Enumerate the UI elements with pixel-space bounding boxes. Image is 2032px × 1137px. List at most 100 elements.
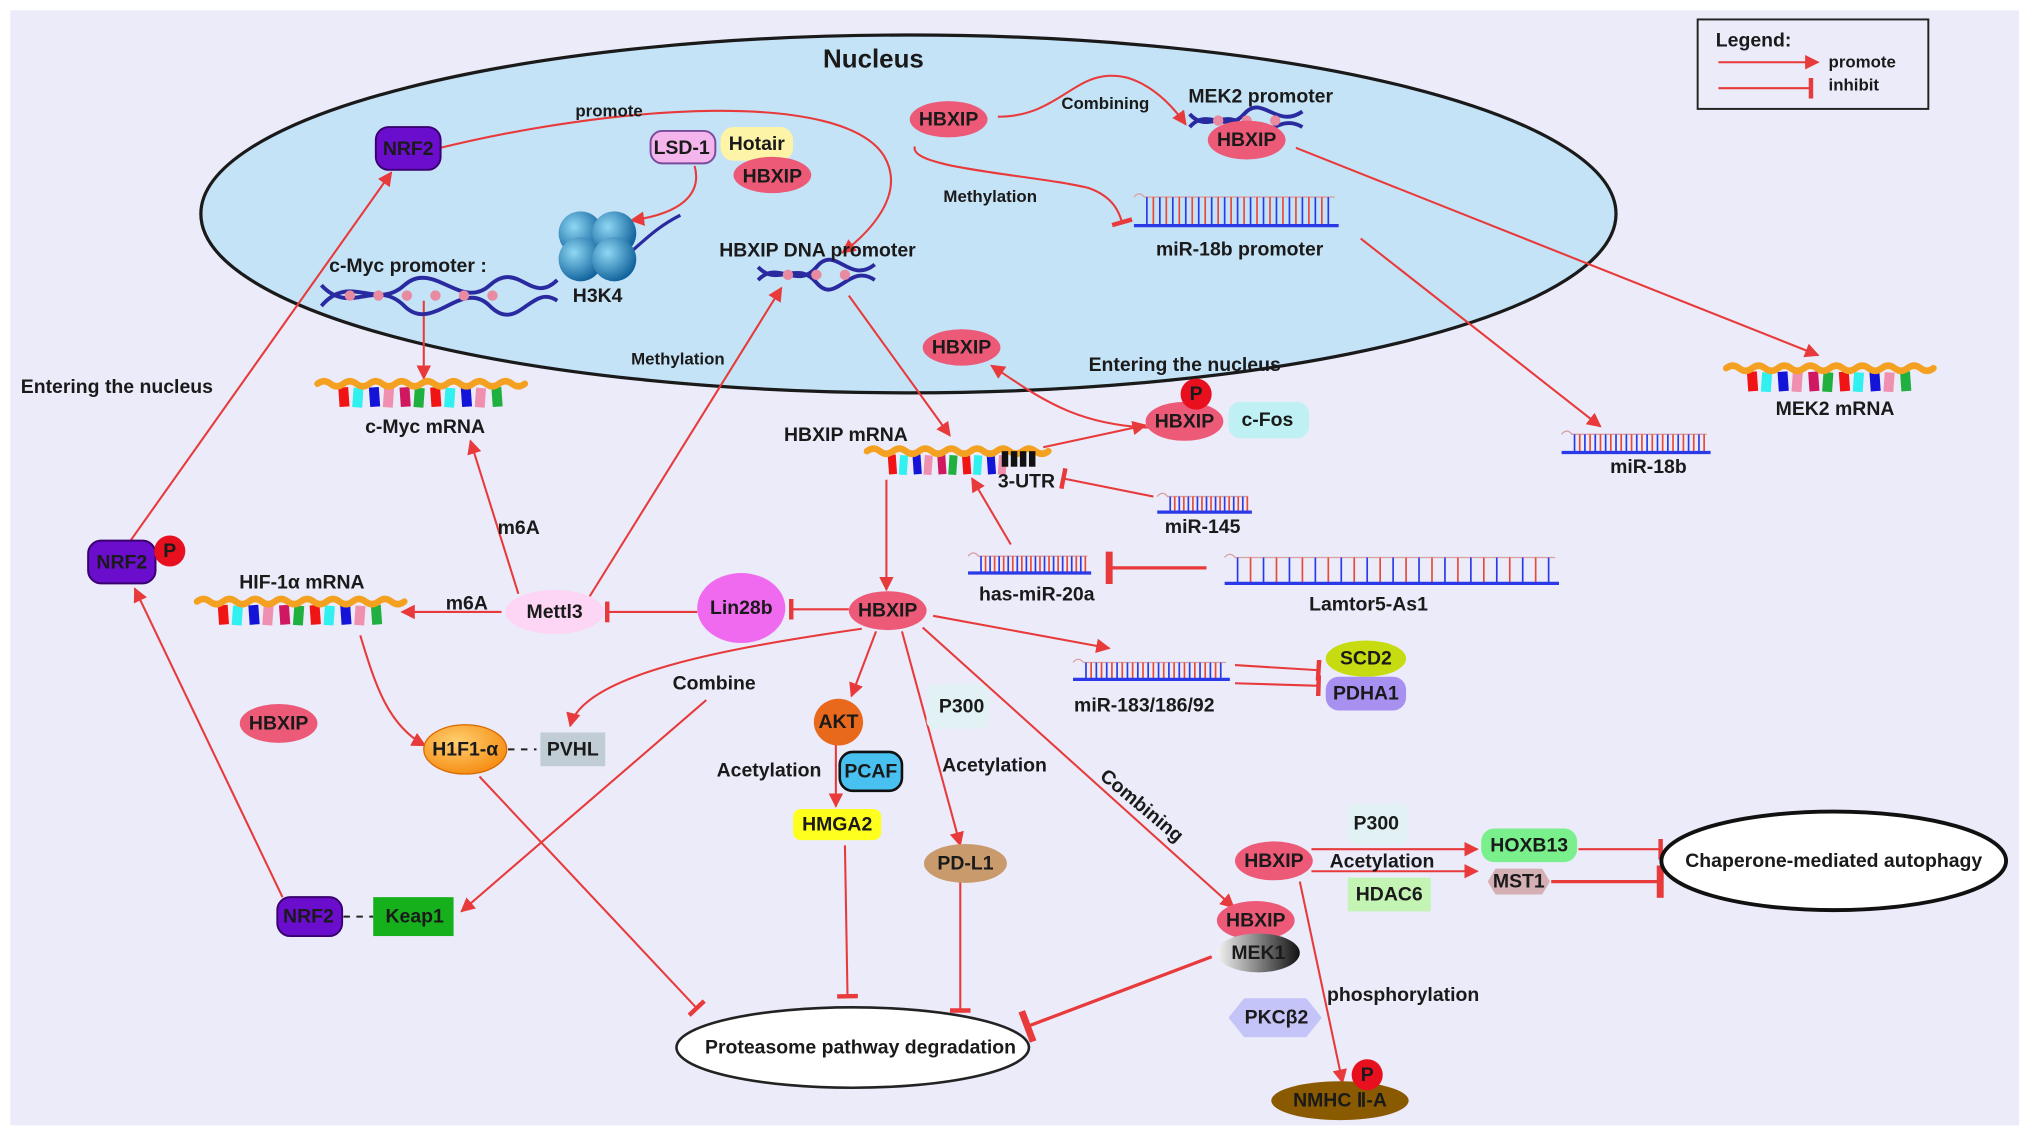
- svg-text:HBXIP: HBXIP: [932, 336, 991, 358]
- svg-text:NRF2: NRF2: [96, 552, 147, 574]
- edge-mir183-pdha1: [1234, 675, 1322, 697]
- mrna-glyphs: [193, 362, 1937, 626]
- ladder-mir20a-icon: [967, 552, 1092, 575]
- legend-title: Legend:: [1716, 30, 1792, 52]
- label-mir18b-promoter: miR-18b promoter: [1156, 238, 1324, 260]
- node-pkcb2[interactable]: PKCβ2: [1228, 998, 1322, 1038]
- svg-text:PKCβ2: PKCβ2: [1245, 1007, 1309, 1029]
- svg-text:HBXIP: HBXIP: [1155, 410, 1214, 432]
- node-proteasome[interactable]: Proteasome pathway degradation: [675, 1006, 1031, 1090]
- svg-text:Hotair: Hotair: [729, 133, 786, 155]
- node-hbxip-free[interactable]: HBXIP: [239, 703, 318, 743]
- h3k4-histone-icon: [558, 211, 682, 282]
- node-hbxip-cfos[interactable]: HBXIP P: [1145, 378, 1224, 441]
- edge-mettl3-cmyc: [467, 439, 520, 595]
- ladder-mir18b-icon: [1561, 430, 1711, 455]
- svg-text:LSD-1: LSD-1: [654, 137, 710, 159]
- mrna-cmyc-icon: [314, 377, 529, 408]
- edge-hbxip-mek2: [997, 74, 1187, 126]
- edge-mettl3-dna-promoter: [588, 286, 783, 597]
- label-mek2-promoter: MEK2 promoter: [1188, 85, 1333, 107]
- svg-text:NMHC Ⅱ-A: NMHC Ⅱ-A: [1293, 1090, 1387, 1112]
- svg-text:SCD2: SCD2: [1340, 648, 1392, 670]
- edge-mek1-proteasome: [1018, 955, 1213, 1043]
- label-methylation-inner: Methylation: [943, 187, 1037, 206]
- edge-nrf2p-nucleus: [128, 171, 393, 543]
- svg-text:P300: P300: [939, 696, 985, 718]
- ladder-lamtor-icon: [1224, 553, 1559, 586]
- node-hbxip-mek1[interactable]: HBXIP: [1216, 901, 1295, 940]
- utr-icon: [1001, 451, 1036, 467]
- label-entering-nucleus-right: Entering the nucleus: [1089, 354, 1281, 376]
- node-hbxip-right[interactable]: HBXIP: [1235, 841, 1313, 881]
- node-keap1[interactable]: Keap1: [373, 897, 454, 937]
- node-hbxip-entry[interactable]: HBXIP: [922, 329, 1001, 366]
- node-hotair[interactable]: Hotair: [720, 127, 794, 161]
- edge-mrna-hbxip-cfos: [1042, 420, 1148, 449]
- node-lin28b[interactable]: Lin28b: [697, 573, 786, 644]
- node-mek1[interactable]: MEK1: [1216, 933, 1300, 973]
- node-nrf2-phospho[interactable]: NRF2 P: [87, 535, 186, 585]
- label-lamtor: Lamtor5-As1: [1309, 594, 1428, 616]
- node-p300-mid[interactable]: P300: [926, 684, 989, 729]
- node-cma[interactable]: Chaperone-mediated autophagy: [1659, 809, 2009, 913]
- ladder-mir183-icon: [1072, 658, 1230, 681]
- label-phosphorylation: phosphorylation: [1327, 984, 1479, 1006]
- svg-text:HMGA2: HMGA2: [802, 814, 872, 836]
- label-cmyc-mrna: c-Myc mRNA: [365, 416, 485, 438]
- svg-text:PVHL: PVHL: [547, 738, 599, 760]
- node-pdha1[interactable]: PDHA1: [1325, 676, 1407, 711]
- node-mettl3[interactable]: Mettl3: [505, 589, 604, 634]
- legend-inhibit-label: inhibit: [1829, 76, 1880, 95]
- edge-hbxip-akt: [849, 631, 878, 698]
- svg-text:Keap1: Keap1: [386, 906, 445, 928]
- node-hbxip-center[interactable]: HBXIP: [848, 591, 927, 631]
- label-mir18b: miR-18b: [1610, 456, 1687, 478]
- node-scd2[interactable]: SCD2: [1325, 640, 1407, 677]
- mrna-hbxip-icon: [863, 445, 1052, 476]
- node-hoxb13[interactable]: HOXB13: [1481, 828, 1578, 863]
- label-mir20a: has-miR-20a: [979, 583, 1095, 605]
- svg-text:HBXIP: HBXIP: [1226, 909, 1285, 931]
- edge-combine-keap1: [460, 699, 707, 913]
- label-acetylation-pcaf: Acetylation: [717, 760, 822, 782]
- node-nrf2-keap[interactable]: NRF2: [276, 896, 344, 938]
- svg-text:HBXIP: HBXIP: [1217, 129, 1276, 151]
- node-pvhl[interactable]: PVHL: [540, 732, 606, 767]
- node-hbxip-lsd[interactable]: HBXIP: [733, 156, 812, 194]
- edges: [128, 74, 1820, 1084]
- edge-mir20a-mrna: [971, 477, 1012, 546]
- node-hmga2[interactable]: HMGA2: [793, 808, 882, 841]
- node-pcaf[interactable]: PCAF: [838, 750, 904, 793]
- label-mek2-mrna: MEK2 mRNA: [1776, 398, 1895, 420]
- svg-text:NRF2: NRF2: [283, 906, 334, 928]
- node-cfos[interactable]: c-Fos: [1228, 401, 1309, 439]
- node-hdac6[interactable]: HDAC6: [1347, 877, 1431, 912]
- label-acetylation-p300: Acetylation: [942, 754, 1047, 776]
- svg-text:H1F1-α: H1F1-α: [432, 738, 498, 760]
- svg-text:P: P: [163, 540, 176, 562]
- node-hbxip-mek2[interactable]: HBXIP: [1207, 120, 1286, 160]
- svg-text:HBXIP: HBXIP: [919, 108, 978, 130]
- node-nrf2-nucleus[interactable]: NRF2: [374, 126, 442, 171]
- phospho-badge-cfos: [1180, 378, 1212, 410]
- node-hbxip-top[interactable]: HBXIP: [909, 101, 988, 138]
- node-p300-right[interactable]: P300: [1347, 803, 1408, 846]
- node-akt[interactable]: AKT: [813, 698, 864, 746]
- svg-text:HBXIP: HBXIP: [858, 600, 917, 622]
- node-mst1[interactable]: MST1: [1487, 868, 1550, 895]
- svg-text:Proteasome pathway degradation: Proteasome pathway degradation: [705, 1037, 1016, 1059]
- label-combine: Combine: [673, 673, 756, 695]
- label-promote: promote: [575, 102, 642, 121]
- node-h1f1a[interactable]: H1F1-α: [423, 724, 508, 775]
- svg-text:HDAC6: HDAC6: [1356, 884, 1423, 906]
- svg-text:HBXIP: HBXIP: [1244, 850, 1303, 872]
- hbxip-dna-promoter-icon: [756, 257, 876, 292]
- node-lsd1[interactable]: LSD-1: [649, 129, 717, 165]
- cmyc-promoter-dna-icon: [319, 275, 559, 317]
- node-nmhc-iia[interactable]: NMHC Ⅱ-A P: [1271, 1059, 1409, 1121]
- node-pdl1[interactable]: PD-L1: [923, 843, 1007, 883]
- edge-lsd1-h3k4: [629, 165, 698, 226]
- svg-text:MEK1: MEK1: [1231, 942, 1285, 964]
